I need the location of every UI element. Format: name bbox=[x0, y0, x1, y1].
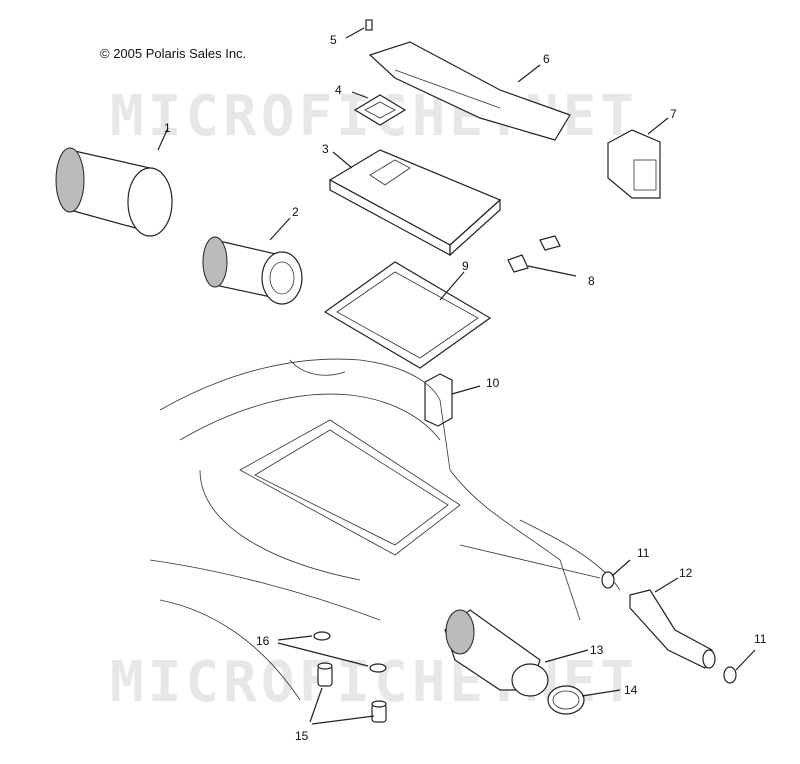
callout-15: 15 bbox=[295, 729, 309, 743]
part-3-airbox-lid bbox=[328, 149, 502, 257]
part-16-clips bbox=[277, 631, 387, 673]
callout-9: 9 bbox=[462, 259, 469, 273]
part-6-intake-duct bbox=[368, 41, 571, 141]
callout-4: 4 bbox=[335, 83, 342, 97]
callout-11-lower: 11 bbox=[754, 632, 767, 646]
callout-13: 13 bbox=[590, 643, 604, 657]
callout-2: 2 bbox=[292, 205, 299, 219]
vehicle-body bbox=[149, 358, 621, 701]
part-14-clamp bbox=[547, 685, 621, 715]
part-13-boot bbox=[444, 609, 589, 697]
part-15-bushings bbox=[309, 662, 387, 725]
callout-1: 1 bbox=[164, 121, 171, 135]
callout-8: 8 bbox=[588, 274, 595, 288]
part-11-clamps bbox=[459, 544, 756, 684]
part-8-clips bbox=[507, 235, 577, 277]
part-12-tube bbox=[629, 577, 716, 669]
part-2-filter bbox=[202, 217, 303, 305]
callout-16: 16 bbox=[256, 634, 270, 648]
part-1-air-filter bbox=[55, 127, 173, 237]
part-4-gasket bbox=[351, 91, 407, 126]
part-10-foam bbox=[424, 373, 481, 427]
callout-5: 5 bbox=[330, 33, 337, 47]
part-9-frame bbox=[323, 261, 492, 369]
callout-12: 12 bbox=[679, 566, 693, 580]
part-7-block bbox=[607, 117, 669, 199]
callout-3: 3 bbox=[322, 142, 329, 156]
callout-6: 6 bbox=[543, 52, 550, 66]
callout-10: 10 bbox=[486, 376, 500, 390]
callout-14: 14 bbox=[624, 683, 638, 697]
callout-11-upper: 11 bbox=[637, 546, 650, 560]
copyright-text: © 2005 Polaris Sales Inc. bbox=[100, 46, 247, 61]
part-5-pin bbox=[345, 19, 373, 39]
callout-7: 7 bbox=[670, 107, 677, 121]
